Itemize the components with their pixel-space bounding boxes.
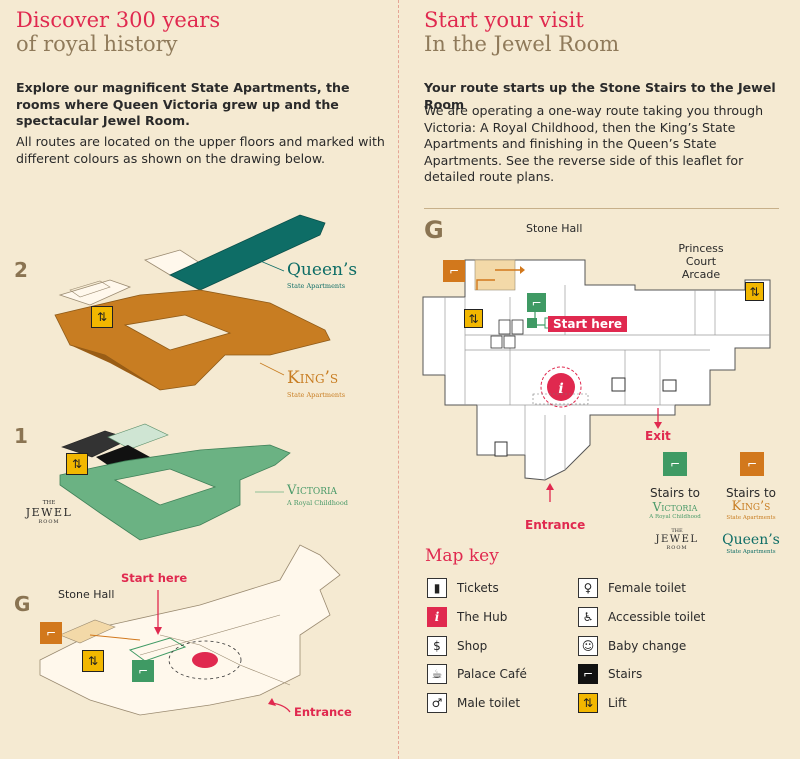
- right-floor-label-g: G: [424, 216, 444, 244]
- right-heading-line2: In the Jewel Room: [424, 32, 620, 56]
- right-lift-icon-2: ⇅: [745, 282, 764, 301]
- key-item-stairs: ⌐ Stairs: [578, 664, 642, 684]
- label-queens: Queen’s: [287, 260, 358, 280]
- label-kings: King’s: [287, 368, 339, 388]
- key-item-tickets: ▮ Tickets: [427, 578, 499, 598]
- legend-victoria-sub: A Royal Childhood: [649, 514, 701, 520]
- floor-1-drawing: [59, 423, 291, 541]
- floor-g-drawing: [39, 544, 341, 716]
- floor-label-2: 2: [14, 258, 28, 282]
- left-intro: All routes are located on the upper floo…: [16, 134, 385, 166]
- legend-stairs-kings-icon: ⌐: [740, 452, 764, 476]
- key-item-cafe: ☕ Palace Café: [427, 664, 527, 684]
- right-start-here-tag: Start here: [548, 316, 628, 332]
- legend-jewel-room-logo: THE JEWEL ROOM: [655, 528, 699, 551]
- shop-icon: $: [427, 636, 447, 656]
- stairs-icon-victoria-g: ⌐: [132, 660, 154, 682]
- right-subheading: Your route starts up the Stone Stairs to…: [424, 80, 776, 112]
- label-kings-sub: State Apartments: [287, 391, 346, 399]
- queens-apartments-shape: [169, 214, 326, 291]
- key-item-male-toilet: ♂ Male toilet: [427, 693, 520, 713]
- jewel-room-logo: THE JEWEL ROOM: [25, 500, 73, 525]
- right-label-entrance: Entrance: [525, 518, 586, 532]
- right-stairs-icon-green: ⌐: [527, 293, 546, 312]
- key-item-lift: ⇅ Lift: [578, 693, 627, 713]
- isometric-floors-drawing: [39, 214, 341, 716]
- info-icon: i: [427, 607, 447, 627]
- legend-queens: Queen’s: [722, 532, 780, 548]
- left-intro-bold: Explore our magnificent State Apartments…: [16, 80, 350, 128]
- left-label-stone-hall: Stone Hall: [58, 588, 115, 601]
- key-item-hub: i The Hub: [427, 607, 507, 627]
- stairs-icon-kings-g: ⌐: [40, 622, 62, 644]
- lift-icon-floor-g: ⇅: [82, 650, 104, 672]
- right-label-princess-court: Princess Court Arcade: [678, 242, 724, 281]
- right-label-stone-hall: Stone Hall: [526, 222, 583, 235]
- ground-floor-plan: i: [422, 259, 771, 502]
- legend-stairs-to-1: Stairs to: [649, 486, 701, 500]
- column-divider: [398, 0, 399, 759]
- cafe-icon: ☕: [427, 664, 447, 684]
- legend-victoria: Victoria: [652, 500, 698, 514]
- label-queens-sub: State Apartments: [287, 282, 346, 290]
- map-key-title: Map key: [425, 546, 499, 566]
- lift-icon: ⇅: [578, 693, 598, 713]
- left-heading-line2: of royal history: [16, 32, 178, 56]
- right-label-exit: Exit: [645, 429, 671, 443]
- floor-2-drawing: [54, 214, 331, 391]
- right-rule: [424, 208, 779, 209]
- left-label-entrance: Entrance: [294, 705, 352, 719]
- key-item-accessible-toilet: ♿ Accessible toilet: [578, 607, 705, 627]
- legend-stairs-victoria-icon: ⌐: [663, 452, 687, 476]
- key-item-baby-change: ☺ Baby change: [578, 636, 686, 656]
- legend-kings-sub: State Apartments: [726, 515, 776, 521]
- right-heading: Start your visit In the Jewel Room: [424, 8, 619, 56]
- lift-icon-floor2: ⇅: [91, 306, 113, 328]
- label-victoria-sub: A Royal Childhood: [287, 499, 348, 507]
- legend-stairs-to-2: Stairs to: [725, 486, 777, 500]
- female-toilet-icon: ♀: [578, 578, 598, 598]
- accessible-toilet-icon: ♿: [578, 607, 598, 627]
- left-heading: Discover 300 years of royal history: [16, 8, 220, 56]
- lift-icon-floor1: ⇅: [66, 453, 88, 475]
- right-heading-line1: Start your visit: [424, 8, 584, 32]
- left-heading-line1: Discover 300 years: [16, 8, 221, 32]
- key-item-female-toilet: ♀ Female toilet: [578, 578, 686, 598]
- ticket-icon: ▮: [427, 578, 447, 598]
- legend-queens-sub: State Apartments: [726, 549, 776, 555]
- hub-marker-iso: [192, 652, 218, 668]
- male-toilet-icon: ♂: [427, 693, 447, 713]
- right-stairs-icon-orange: ⌐: [443, 260, 465, 282]
- stairs-icon: ⌐: [578, 664, 598, 684]
- svg-text:i: i: [558, 381, 563, 397]
- right-lift-icon-1: ⇅: [464, 309, 483, 328]
- baby-change-icon: ☺: [578, 636, 598, 656]
- floor-label-g: G: [14, 592, 31, 616]
- label-victoria: Victoria: [287, 483, 338, 498]
- left-label-start-here: Start here: [121, 571, 188, 585]
- floor-label-1: 1: [14, 424, 28, 448]
- right-body: We are operating a one-way route taking …: [424, 103, 764, 184]
- legend-kings: King’s: [731, 499, 771, 514]
- key-item-shop: $ Shop: [427, 636, 487, 656]
